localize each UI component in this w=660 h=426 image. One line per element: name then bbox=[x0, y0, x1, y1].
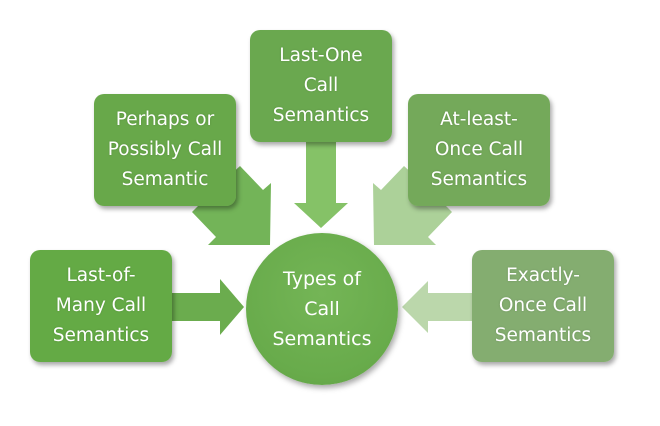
node-last-one: Last-One Call Semantics bbox=[250, 30, 392, 142]
arrow-perhaps bbox=[192, 166, 271, 245]
node-last-of-many-label: Last-of- Many Call Semantics bbox=[52, 265, 150, 346]
arrow-last-of-many bbox=[172, 279, 244, 335]
node-exactly-once-label: Exactly- Once Call Semantics bbox=[494, 265, 592, 346]
node-at-least-once: At-least- Once Call Semantics bbox=[408, 94, 550, 206]
node-perhaps-label: Perhaps or Possibly Call Semantic bbox=[107, 109, 223, 190]
node-last-of-many: Last-of- Many Call Semantics bbox=[30, 250, 172, 362]
center-node-label: Types of Call Semantics bbox=[272, 268, 372, 350]
arrow-at-least-once bbox=[373, 166, 452, 245]
node-at-least-once-label: At-least- Once Call Semantics bbox=[430, 109, 528, 190]
arrow-last-one bbox=[294, 140, 348, 228]
node-exactly-once: Exactly- Once Call Semantics bbox=[472, 250, 614, 362]
node-perhaps-or-possibly: Perhaps or Possibly Call Semantic bbox=[94, 94, 236, 206]
center-node-types-of-call-semantics: Types of Call Semantics bbox=[246, 233, 398, 385]
node-last-one-label: Last-One Call Semantics bbox=[272, 45, 370, 126]
